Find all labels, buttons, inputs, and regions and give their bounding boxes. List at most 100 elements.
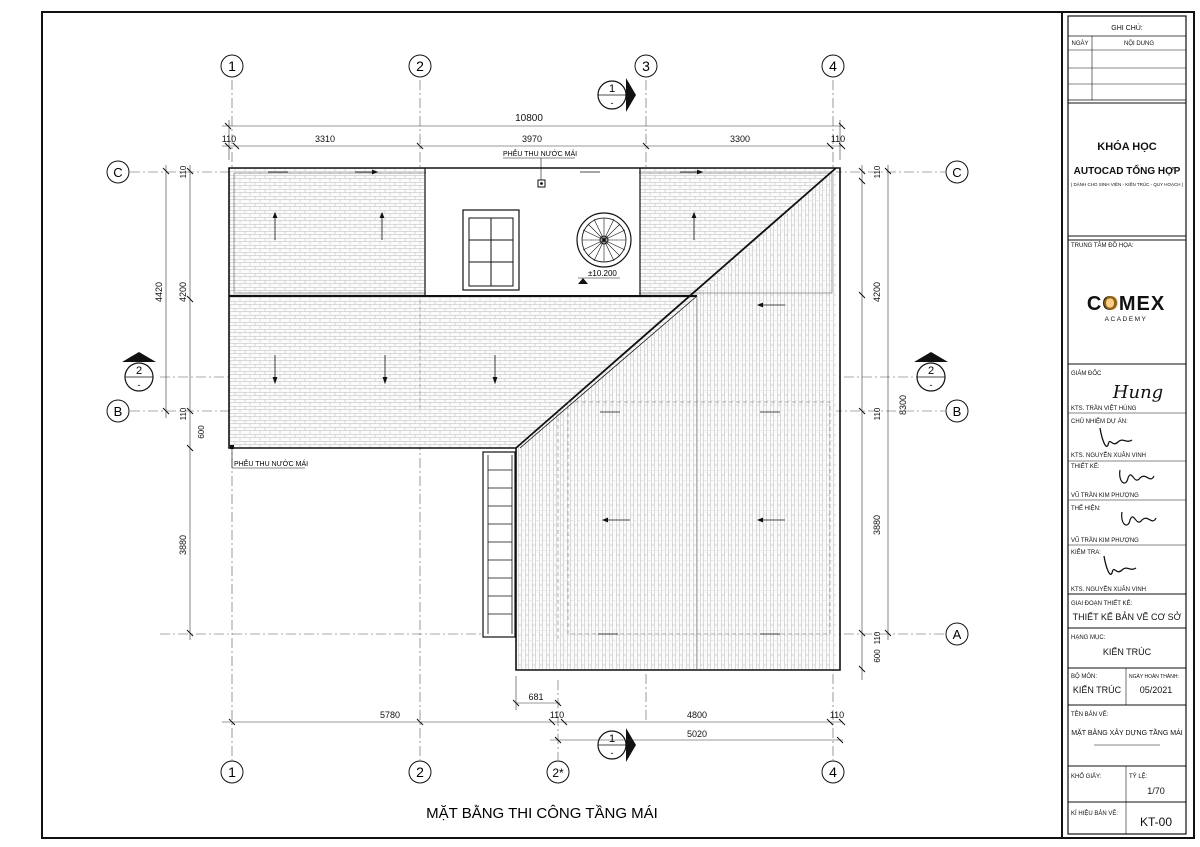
svg-text:4: 4 (829, 764, 837, 780)
dim-top-offset-right: 110 (831, 134, 845, 144)
dim-left-top: 110 (179, 165, 188, 178)
dim-bottom-seg-left: 5780 (380, 710, 400, 720)
drain-label-top: PHỄU THU NƯỚC MÁI (503, 149, 577, 158)
check-name: KTS. NGUYỄN XUÂN VINH (1071, 586, 1146, 593)
svg-text:C: C (113, 165, 122, 180)
lead-name: KTS. NGUYỄN XUÂN VINH (1071, 452, 1146, 459)
axis-bubble-bottom-2star: 2* (546, 760, 570, 784)
draw-name: VŨ TRẦN KIM PHƯỢNG (1071, 537, 1139, 544)
item-value: KIẾN TRÚC (1103, 647, 1152, 657)
section-marker-left: 2 - (122, 352, 156, 392)
svg-text:C: C (952, 165, 961, 180)
sheet-name-value: MẶT BẰNG XÂY DỰNG TẦNG MÁI (1071, 727, 1182, 737)
dim-right-six: 600 (873, 649, 882, 663)
svg-text:1: 1 (228, 58, 236, 74)
notes-col-content: NỘI DUNG (1124, 40, 1154, 47)
design-name: VŨ TRẦN KIM PHƯỢNG (1071, 492, 1139, 499)
axis-bubble-right-c: C (945, 160, 969, 184)
course-title-line1: KHÓA HỌC (1097, 140, 1157, 153)
phase-label: GIAI ĐOẠN THIẾT KẾ: (1071, 600, 1132, 607)
dim-bottom-seg-right: 4800 (687, 710, 707, 720)
dim-bottom-small: 681 (528, 692, 543, 702)
svg-text:2: 2 (136, 365, 142, 377)
dept-label: BỘ MÔN: (1071, 673, 1097, 680)
svg-text:ACADEMY: ACADEMY (1105, 316, 1148, 323)
axis-bubble-left-c: C (106, 160, 130, 184)
spiral-stair (576, 212, 632, 268)
center-label: TRUNG TÂM ĐỒ HỌA: (1071, 242, 1134, 249)
drain-label-left: PHỄU THU NƯỚC MÁI (234, 459, 308, 468)
svg-text:-: - (611, 748, 614, 758)
comex-logo: COMEX ACADEMY (1087, 293, 1165, 323)
check-label: KIỂM TRA: (1071, 549, 1101, 556)
dim-left-six: 600 (197, 425, 206, 439)
section-marker-top: 1 - (597, 78, 636, 112)
paper-label: KHỔ GIẤY: (1071, 773, 1102, 780)
item-label: HẠNG MỤC: (1071, 635, 1106, 641)
svg-text:1: 1 (609, 83, 615, 95)
sheet-border (41, 11, 1195, 839)
notes-header: GHI CHÚ: (1111, 23, 1143, 32)
dimensions (162, 120, 892, 744)
svg-text:COMEX: COMEX (1087, 293, 1165, 315)
axis-bubble-top-3: 3 (634, 54, 658, 78)
draw-signature (1121, 511, 1157, 526)
dim-right-total: 8300 (898, 395, 908, 415)
title-block-text: GHI CHÚ: NGÀY NỘI DUNG KHÓA HỌC AUTOCAD … (1071, 23, 1184, 829)
lead-label: CHỦ NHIỆM DỰ ÁN: (1071, 417, 1128, 425)
svg-text:-: - (611, 98, 614, 108)
axis-bubble-right-a: A (945, 622, 969, 646)
course-subtitle: ( DÀNH CHO SINH VIÊN - KIẾN TRÚC - QUY H… (1071, 180, 1184, 187)
svg-text:B: B (114, 404, 123, 419)
dim-top-total: 10800 (515, 113, 543, 124)
dim-right-top: 110 (873, 165, 882, 178)
axis-bubble-top-1: 1 (220, 54, 244, 78)
dim-right-seg1: 4200 (872, 282, 882, 302)
dim-top-seg2: 3970 (522, 134, 542, 144)
axis-bubble-top-2: 2 (408, 54, 432, 78)
staircase (482, 451, 516, 638)
check-signature (1103, 555, 1137, 575)
dim-left-seg: 4200 (178, 282, 188, 302)
dim-bottom-offset1: 110 (550, 710, 564, 720)
svg-text:2: 2 (416, 58, 424, 74)
notes-col-date: NGÀY (1071, 40, 1088, 47)
section-marker-right: 2 - (914, 352, 948, 392)
axis-bubble-bottom-1: 1 (220, 760, 244, 784)
svg-text:-: - (138, 380, 141, 390)
svg-text:4: 4 (829, 58, 837, 74)
dim-top-offset-left: 110 (222, 134, 236, 144)
svg-text:1: 1 (609, 733, 615, 745)
axis-bubble-bottom-4: 4 (821, 760, 845, 784)
level-label: ±10.200 (588, 269, 617, 278)
axis-bubble-left-b: B (106, 399, 130, 423)
code-label: KÍ HIỆU BẢN VẼ: (1071, 809, 1118, 817)
date-label: NGÀY HOÀN THÀNH: (1129, 673, 1179, 680)
dim-right-mid: 110 (873, 407, 882, 420)
section-marker-bottom: 1 - (597, 728, 636, 762)
scale-label: TỶ LỆ: (1129, 772, 1148, 780)
axis-bubble-right-b: B (945, 399, 969, 423)
dim-left-total: 4420 (154, 282, 164, 302)
title-block (1067, 15, 1187, 835)
drawing-title: MẶT BẰNG THI CÔNG TẦNG MÁI (426, 804, 658, 822)
director-name: KTS. TRẦN VIỆT HÙNG (1071, 404, 1137, 412)
dept-value: KIẾN TRÚC (1073, 685, 1122, 695)
dim-top-seg3: 3300 (730, 134, 750, 144)
dim-left-lower: 3880 (178, 535, 188, 555)
dim-bottom-total: 5020 (687, 729, 707, 739)
axis-bubble-top-4: 4 (821, 54, 845, 78)
course-title-line2: AUTOCAD TỔNG HỢP (1074, 164, 1181, 177)
director-label: GIÁM ĐỐC (1071, 370, 1102, 377)
dim-top-seg1: 3310 (315, 134, 335, 144)
svg-text:A: A (953, 627, 962, 642)
dim-bottom-offset2: 110 (830, 710, 844, 720)
director-signature: Hung (1112, 382, 1163, 403)
date-value: 05/2021 (1140, 685, 1173, 695)
dim-right-low: 110 (873, 631, 882, 644)
svg-text:2: 2 (928, 365, 934, 377)
axis-bubble-bottom-2: 2 (408, 760, 432, 784)
draw-label: THỂ HIỆN: (1071, 504, 1101, 512)
design-signature (1119, 469, 1155, 484)
dim-right-seg2: 3880 (872, 515, 882, 535)
